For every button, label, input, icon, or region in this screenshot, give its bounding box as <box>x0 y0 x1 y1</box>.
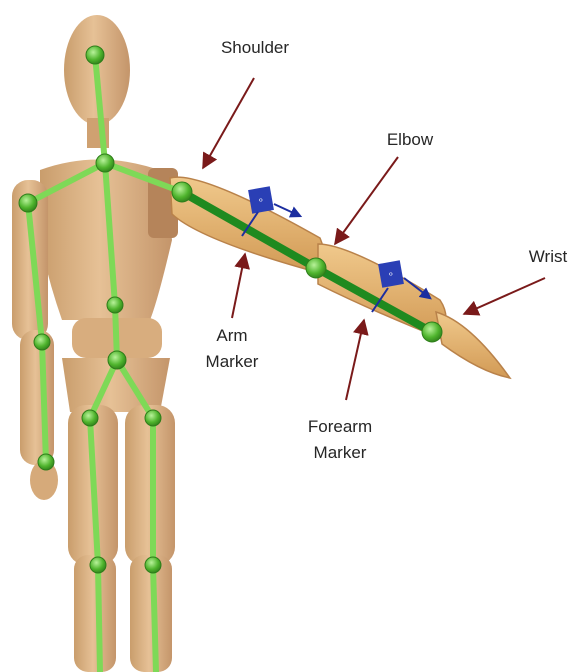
shoulder-label: Shoulder <box>221 38 289 57</box>
joint-neck <box>96 154 114 172</box>
forearm-marker-label-line1: Forearm <box>308 417 372 436</box>
bone-right-shin <box>153 565 156 672</box>
forearm-marker-label-arrow <box>346 320 364 400</box>
joint-left-shoulder <box>19 194 37 212</box>
joint-head <box>86 46 104 64</box>
arm-marker-label-line2: Marker <box>206 352 259 371</box>
joint-spine <box>107 297 123 313</box>
forearm-marker-label-line2: Marker <box>314 443 367 462</box>
wrist-label: Wrist <box>529 247 568 266</box>
forearm-marker-glyph: ᵒ <box>389 271 393 282</box>
joint-elbow <box>306 258 326 278</box>
joint-left-knee <box>90 557 106 573</box>
arm-marker-label-line1: Arm <box>216 326 247 345</box>
joint-left-hip <box>82 410 98 426</box>
shoulder-arrow <box>203 78 254 168</box>
joint-wrist <box>422 322 442 342</box>
elbow-label: Elbow <box>387 130 434 149</box>
joint-pelvis <box>108 351 126 369</box>
joint-right-knee <box>145 557 161 573</box>
joint-shoulder <box>172 182 192 202</box>
arm-marker-label-arrow <box>232 254 245 318</box>
elbow-arrow <box>335 157 398 244</box>
joint-left-wrist <box>38 454 54 470</box>
bone-left-shin <box>98 565 100 672</box>
mannequin-left-forearm <box>20 330 54 465</box>
wrist-arrow <box>464 278 545 314</box>
bone-left-forearm <box>42 342 46 462</box>
hand-wood <box>436 312 510 378</box>
joint-left-elbow <box>34 334 50 350</box>
arm-marker-glyph: ᵒ <box>259 197 263 208</box>
joint-right-hip <box>145 410 161 426</box>
